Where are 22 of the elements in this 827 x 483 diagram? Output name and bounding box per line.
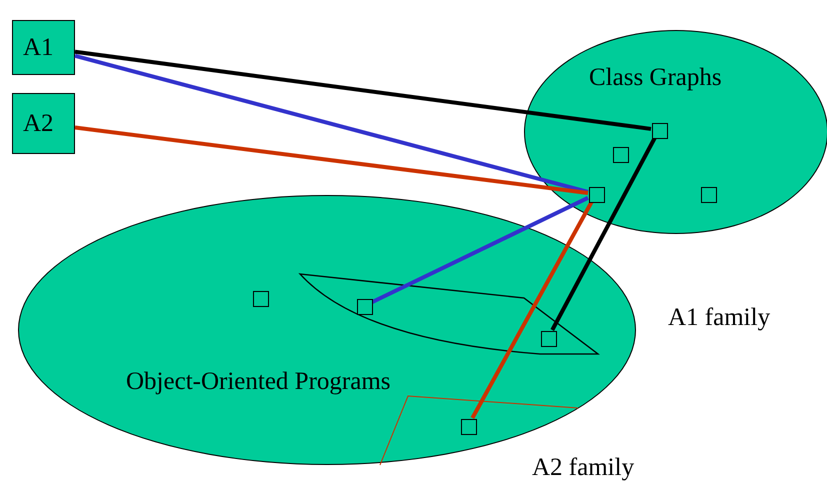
connector-line: [74, 50, 652, 131]
label-box: [12, 93, 75, 154]
element-square: [652, 123, 668, 139]
node-label: A2: [23, 111, 54, 136]
connector-line: [550, 137, 656, 331]
connector-line: [74, 126, 588, 195]
element-square: [589, 187, 605, 203]
element-square: [253, 291, 269, 307]
connector-line: [371, 196, 589, 304]
node-label: A1: [23, 35, 54, 60]
set-title: Object-Oriented Programs: [126, 369, 391, 394]
connector-line: [74, 54, 589, 194]
set-title: Class Graphs: [589, 65, 722, 90]
element-square: [701, 187, 717, 203]
family-label: A1 family: [668, 305, 770, 330]
element-square: [357, 299, 373, 315]
family-label: A2 family: [532, 455, 634, 480]
element-square: [541, 331, 557, 347]
label-box: [12, 20, 75, 75]
element-square: [461, 419, 477, 435]
connector-line: [470, 201, 594, 419]
element-square: [613, 147, 629, 163]
